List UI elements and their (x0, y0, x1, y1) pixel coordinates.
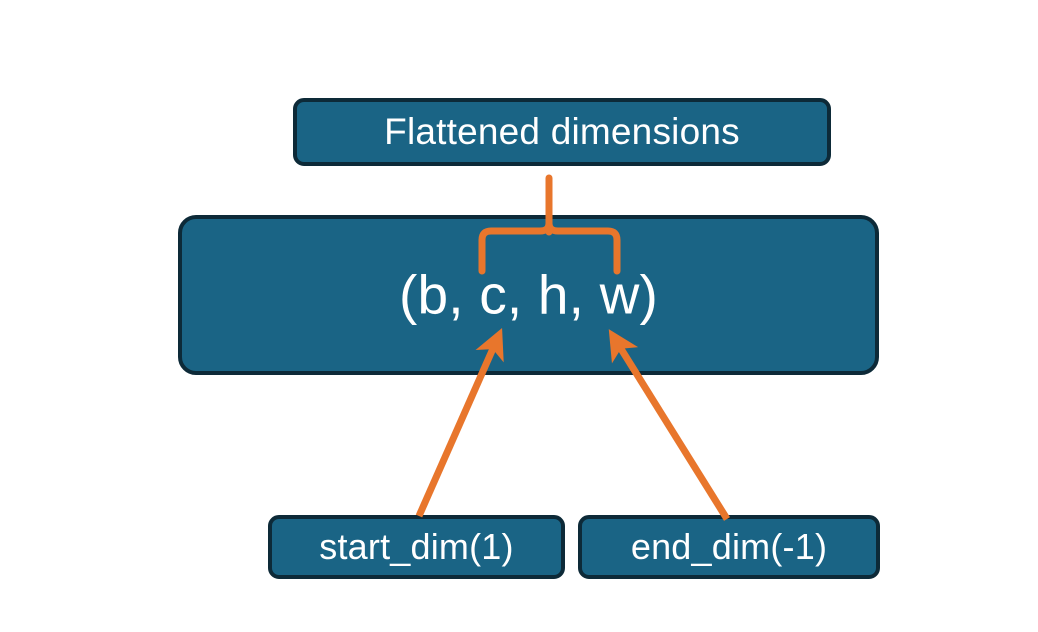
tensor-shape-box[interactable]: (b, c, h, w) (178, 215, 879, 375)
end-dim-label: end_dim(-1) (630, 526, 828, 567)
end-dim-box[interactable]: end_dim(-1) (578, 515, 880, 579)
tensor-shape-label: (b, c, h, w) (398, 263, 659, 326)
start-dim-box[interactable]: start_dim(1) (268, 515, 565, 579)
flattened-dimensions-box[interactable]: Flattened dimensions (293, 98, 831, 166)
flattened-dimensions-label: Flattened dimensions (384, 111, 740, 152)
start-dim-label: start_dim(1) (319, 526, 514, 567)
